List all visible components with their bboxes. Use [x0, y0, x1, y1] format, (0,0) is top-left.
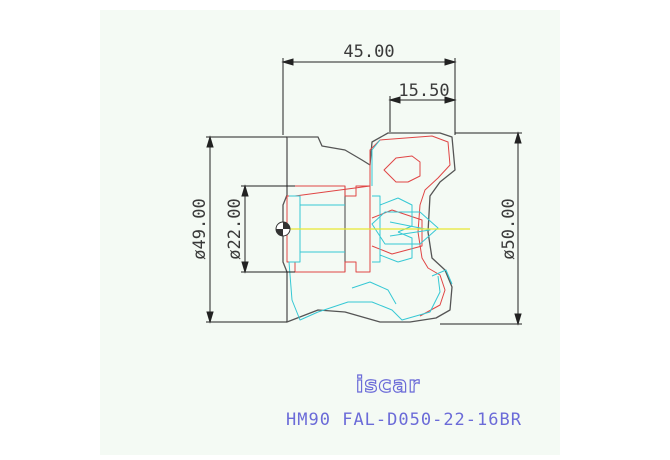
sheet-edge [560, 10, 568, 455]
cyan-flute [351, 139, 453, 305]
center-mark-icon [275, 221, 291, 237]
drawing-sheet [100, 10, 560, 455]
cyan-insert-outline [371, 211, 439, 245]
dim-overall-length: 45.00 [343, 42, 394, 62]
dim-diameter-bore: ø22.00 [225, 198, 245, 259]
brand-logo: iscar [356, 373, 420, 398]
part-number-title: HM90 FAL-D050-22-16BR [286, 410, 522, 430]
dim-diameter-left: ø49.00 [190, 198, 210, 259]
red-insert-seat [371, 209, 423, 255]
dim-insert-length: 15.50 [398, 81, 449, 101]
dimension-lines [206, 58, 522, 326]
body-outline [282, 132, 456, 323]
dim-diameter-right: ø50.00 [499, 198, 519, 259]
red-chip-pocket [383, 155, 421, 183]
red-section-outline [286, 135, 451, 317]
